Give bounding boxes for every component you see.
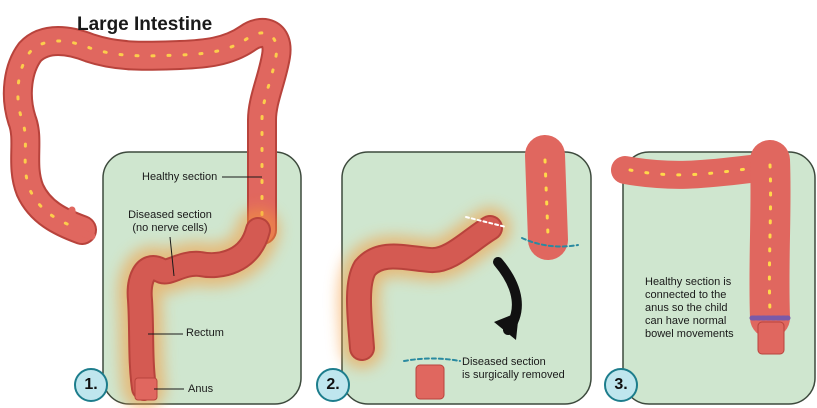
healthy-remainder [545,155,548,240]
connection-caption-line3: anus so the child [645,302,734,315]
removal-caption-line1: Diseased section [462,356,565,369]
removal-caption-line2: is surgically removed [462,369,565,382]
healthy-section-label: Healthy section [142,171,217,184]
anus [135,378,157,400]
anal-stump [416,365,444,399]
connection-caption-line4: can have normal [645,315,734,328]
diseased-label-line2: (no nerve cells) [118,222,222,235]
connection-caption-line2: connected to the [645,289,734,302]
connection-caption-line1: Healthy section is [645,276,734,289]
connection-caption: Healthy section is connected to the anus… [645,276,734,341]
rectum-label: Rectum [186,327,224,340]
step-2-badge: 2. [316,368,350,402]
diseased-section-label: Diseased section (no nerve cells) [118,209,222,235]
diagram-title: Large Intestine [77,14,212,36]
step-3-badge: 3. [604,368,638,402]
diseased-label-line1: Diseased section [118,209,222,222]
removal-caption: Diseased section is surgically removed [462,356,565,382]
anus-connected [758,322,784,354]
anus-label: Anus [188,383,213,396]
step-1-badge: 1. [74,368,108,402]
connection-caption-line5: bowel movements [645,328,734,341]
